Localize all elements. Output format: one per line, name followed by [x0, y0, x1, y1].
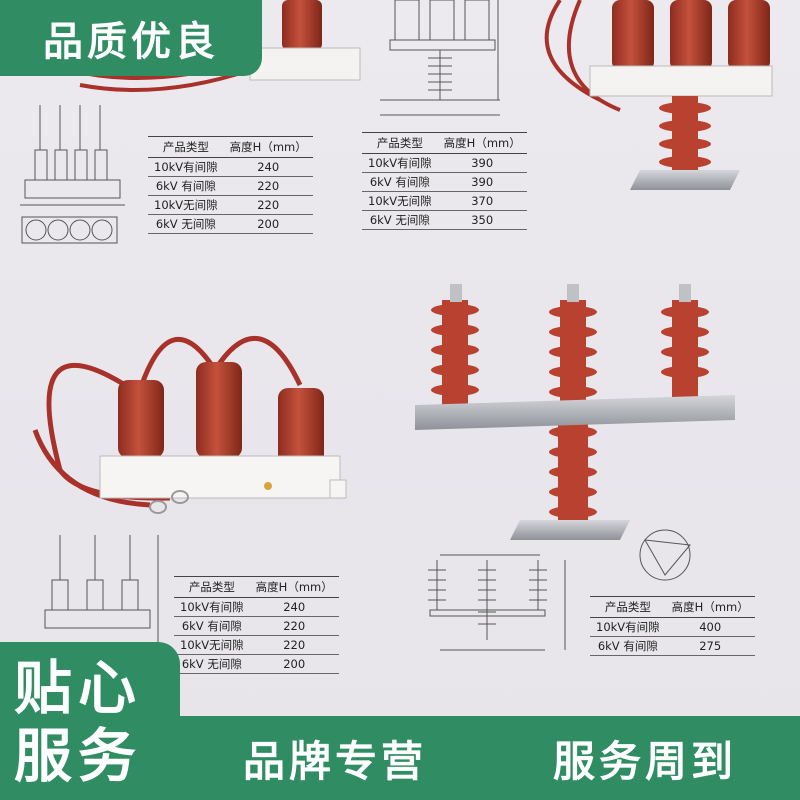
cell-height: 400 — [665, 617, 755, 637]
cell-height: 350 — [437, 210, 527, 230]
quality-badge-label: 品质优良 — [43, 19, 219, 65]
arrester-middle-left — [32, 335, 347, 514]
cell-type: 6kV 有间隙 — [362, 172, 438, 192]
bottom-banner: 品牌专营 服务周到 — [180, 716, 800, 800]
cell-height: 220 — [249, 616, 339, 636]
service-badge-line1: 贴心 — [14, 654, 143, 722]
cell-height: 390 — [437, 153, 527, 173]
quality-badge: 品质优良 — [0, 0, 262, 76]
cell-height: 240 — [249, 597, 339, 617]
arrester-top-right — [544, 0, 773, 190]
dimension-drawing-3 — [44, 535, 159, 660]
brand-slogan: 品牌专营 — [242, 736, 427, 786]
col-height-header: 高度H（mm） — [665, 596, 755, 618]
cell-type: 6kV 无间隙 — [148, 214, 224, 234]
cell-type: 6kV 有间隙 — [174, 616, 250, 636]
cell-height: 390 — [437, 172, 527, 192]
cell-type: 10kV无间隙 — [174, 635, 250, 655]
dimension-drawing-2 — [380, 0, 500, 116]
cell-type: 10kV有间隙 — [148, 157, 224, 177]
service-slogan: 服务周到 — [552, 736, 737, 786]
col-type-header: 产品类型 — [148, 136, 224, 158]
dimension-drawing-1 — [20, 105, 125, 244]
cell-type: 10kV有间隙 — [174, 597, 250, 617]
cell-height: 275 — [665, 636, 755, 656]
col-height-header: 高度H（mm） — [437, 132, 527, 154]
col-type-header: 产品类型 — [362, 132, 438, 154]
cell-type: 6kV 无间隙 — [362, 210, 438, 230]
col-type-header: 产品类型 — [174, 576, 250, 598]
cell-type: 6kV 有间隙 — [590, 636, 666, 656]
service-badge: 贴心 服务 — [0, 642, 180, 800]
cell-height: 200 — [249, 654, 339, 674]
dimension-drawing-4 — [428, 529, 691, 651]
col-height-header: 高度H（mm） — [249, 576, 339, 598]
cell-height: 370 — [437, 191, 527, 211]
arrester-middle-right — [415, 284, 735, 540]
cell-type: 10kV有间隙 — [362, 153, 438, 173]
col-height-header: 高度H（mm） — [223, 136, 313, 158]
cell-height: 200 — [223, 214, 313, 234]
service-badge-line2: 服务 — [14, 722, 143, 790]
cell-type: 6kV 无间隙 — [174, 654, 250, 674]
cell-type: 6kV 有间隙 — [148, 176, 224, 196]
cell-height: 220 — [249, 635, 339, 655]
cell-type: 10kV无间隙 — [362, 191, 438, 211]
cell-height: 240 — [223, 157, 313, 177]
col-type-header: 产品类型 — [590, 596, 666, 618]
cell-type: 10kV有间隙 — [590, 617, 666, 637]
cell-type: 10kV无间隙 — [148, 195, 224, 215]
cell-height: 220 — [223, 195, 313, 215]
cell-height: 220 — [223, 176, 313, 196]
